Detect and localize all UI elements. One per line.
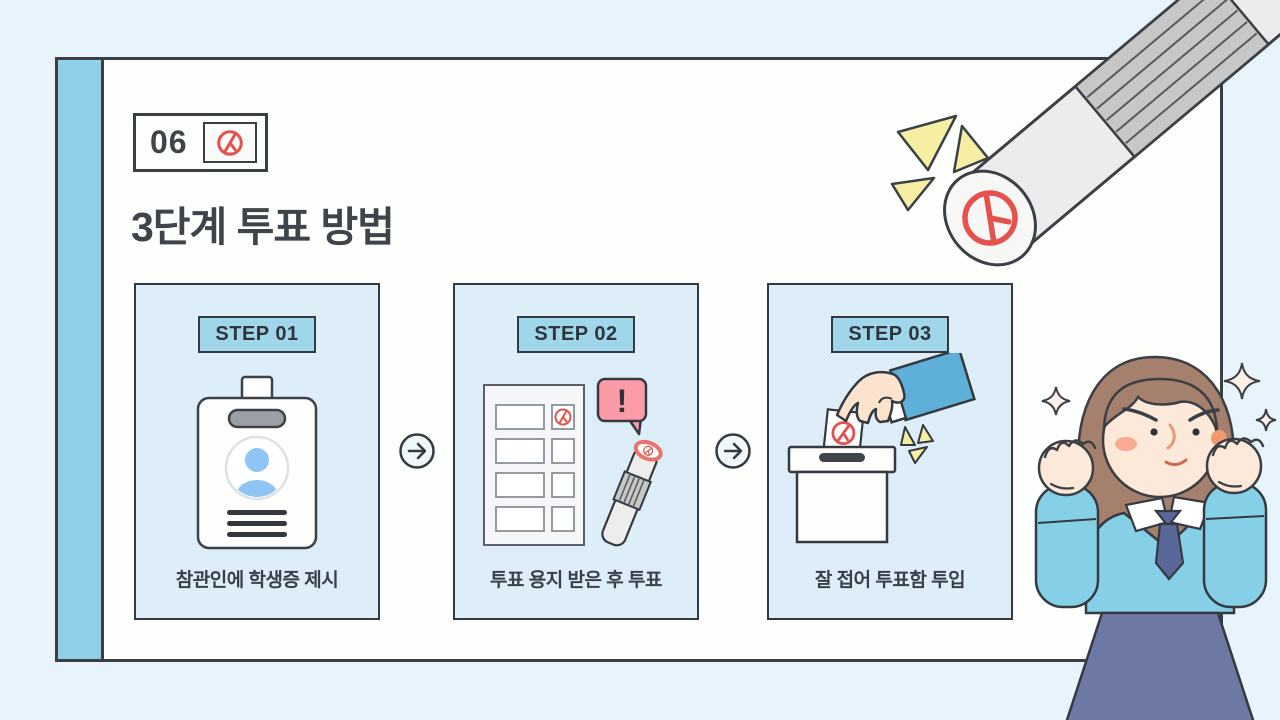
blush	[1115, 437, 1137, 451]
arrow-right-circle-icon	[399, 433, 435, 469]
tie	[1154, 522, 1185, 581]
step-2-caption: 투표 용지 받은 후 투표	[490, 570, 662, 591]
eyebrow	[1122, 407, 1158, 422]
step-card-1: STEP 01 참관인에 학생증 제시	[134, 283, 380, 620]
voting-stamp-illustration	[890, 0, 1280, 267]
step-1-caption: 참관인에 학생증 제시	[175, 570, 339, 591]
student-id-card-icon	[136, 363, 378, 563]
left-arm	[1034, 439, 1100, 609]
skirt	[1065, 611, 1255, 720]
exclamation-bubble-icon: !	[596, 377, 648, 435]
small-voting-stamp-icon	[601, 439, 663, 546]
step-1-badge: STEP 01	[198, 316, 316, 353]
step-3-badge: STEP 03	[831, 316, 949, 353]
eye	[1150, 428, 1158, 436]
mouth	[1164, 458, 1188, 467]
student-girl-illustration	[1034, 355, 1277, 720]
section-number-badge: 06	[133, 113, 268, 172]
step-card-2: STEP 02 !	[453, 283, 699, 620]
ballot-box-insert-icon	[769, 353, 1011, 553]
arrow-right-circle-icon	[715, 433, 751, 469]
step-2-badge: STEP 02	[517, 316, 635, 353]
sparkle-triangles-icon	[890, 114, 990, 212]
page-title: 3단계 투표 방법	[131, 204, 395, 250]
bangs	[1102, 377, 1219, 432]
sparkle-triangles-icon	[900, 424, 934, 464]
sparkle-icon	[1041, 362, 1277, 432]
section-number: 06	[150, 124, 188, 160]
right-arm	[1202, 437, 1268, 609]
svg-text:!: !	[617, 383, 628, 419]
ballot-paper-and-stamp-icon: !	[455, 363, 697, 563]
tie	[1153, 509, 1183, 528]
eyebrow	[1188, 408, 1220, 422]
nose	[1166, 423, 1176, 450]
ballot-stamp-mark-icon	[962, 190, 1018, 246]
step-3-caption: 잘 접어 투표함 투입	[814, 570, 966, 591]
eye	[1192, 428, 1200, 436]
whiteboard-spine	[58, 60, 104, 659]
ballot-stamp-mark-icon	[203, 122, 257, 163]
step-card-3: STEP 03	[767, 283, 1013, 620]
